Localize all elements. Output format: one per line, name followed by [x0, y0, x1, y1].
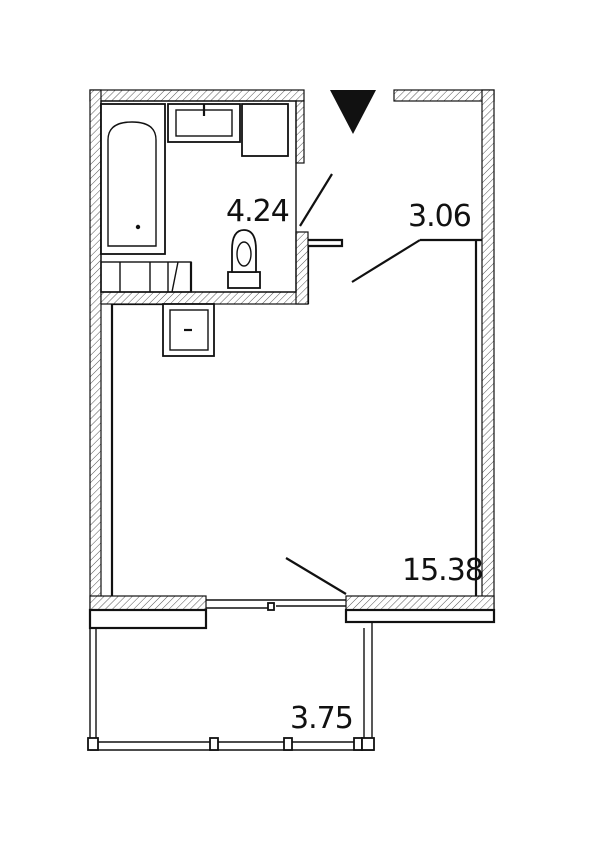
balcony-door-swing	[285, 557, 347, 595]
bathroom-wall-bottom	[100, 291, 309, 305]
toilet	[227, 229, 261, 289]
bathroom-wall-right	[295, 231, 309, 305]
bathroom-area-label: 4.24	[226, 194, 289, 229]
hallway-area-label: 3.06	[408, 199, 471, 234]
entrance-triangle-icon	[330, 90, 376, 134]
bathtub	[100, 103, 166, 255]
wall-top-right	[393, 89, 495, 102]
wall-bottom-left	[89, 595, 207, 611]
wall-right	[481, 89, 495, 621]
exterior-walls	[88, 89, 496, 630]
balcony	[87, 621, 375, 751]
bathroom-door-swing	[299, 173, 333, 227]
shaft-diag	[171, 261, 179, 293]
wall-bottom-right-outer	[344, 608, 496, 624]
washing-machine	[241, 103, 289, 157]
wall-left	[89, 89, 102, 611]
balcony-area-label: 3.75	[290, 701, 353, 736]
living-room-area-label: 15.38	[402, 553, 483, 588]
hall-leader	[351, 239, 421, 283]
bathroom-wall-upper	[295, 100, 305, 164]
kitchen-sink	[162, 303, 215, 357]
washbasin	[167, 103, 241, 143]
wall-bottom-left-outer	[88, 608, 208, 630]
wall-top-left	[89, 89, 305, 102]
wall-bottom-right	[345, 595, 495, 611]
balcony-door	[206, 599, 346, 611]
